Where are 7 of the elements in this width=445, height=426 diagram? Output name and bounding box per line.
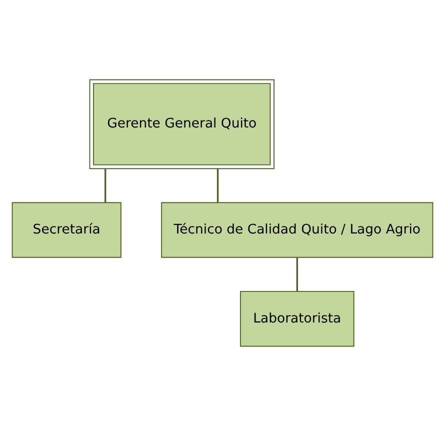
- connector: [216, 168, 219, 202]
- node-box: Laboratorista: [240, 290, 354, 347]
- connector: [104, 168, 106, 202]
- node-box: Gerente General Quito: [89, 79, 274, 170]
- node-box: Técnico de Calidad Quito / Lago Agrio: [161, 202, 434, 258]
- connector: [296, 258, 298, 292]
- node-box: Secretaría: [12, 202, 122, 258]
